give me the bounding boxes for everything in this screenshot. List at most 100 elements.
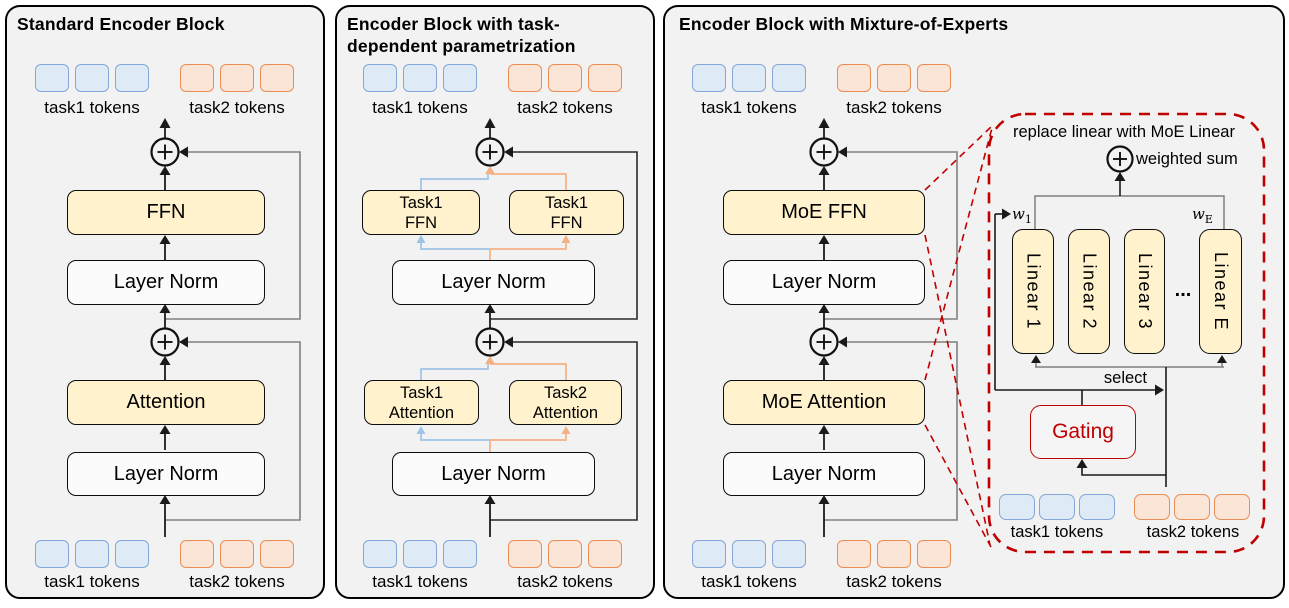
task1-token <box>403 64 437 92</box>
panel-task-dependent-encoder-block: Encoder Block with task- dependent param… <box>335 5 655 599</box>
task1-token <box>115 540 149 568</box>
wE-base: w <box>1192 205 1205 223</box>
task2-token <box>877 64 911 92</box>
task1-token-row <box>999 494 1115 520</box>
task2-token <box>548 64 582 92</box>
task2-token-row <box>837 540 951 568</box>
task1-token <box>1039 494 1075 520</box>
task2-tokens-label: task2 tokens <box>517 98 613 117</box>
expert-linear-1-block: Linear 1 <box>1012 229 1054 354</box>
layer-norm-block: Layer Norm <box>392 260 595 305</box>
task1-token-row <box>35 540 149 568</box>
task1-token <box>692 64 726 92</box>
task2-token-row <box>508 540 622 568</box>
task1-attention-block: Task1 Attention <box>364 380 479 425</box>
task1-token <box>692 540 726 568</box>
task1-tokens-label: task1 tokens <box>1010 523 1104 541</box>
expert-linear-1-label: Linear 1 <box>1023 252 1044 331</box>
task2-token-row <box>837 64 951 92</box>
task2-token <box>837 64 871 92</box>
wE-subscript: E <box>1204 213 1213 226</box>
task2-token <box>508 540 542 568</box>
task1-tokens-label: task1 tokens <box>372 572 468 591</box>
task1-token <box>363 64 397 92</box>
layer-norm-block: Layer Norm <box>392 452 595 496</box>
task2-token <box>1214 494 1250 520</box>
add-icon <box>475 327 505 357</box>
weight-w1-label: w1 <box>1012 205 1032 226</box>
layer-norm-block: Layer Norm <box>723 260 925 305</box>
panel3-title: Encoder Block with Mixture-of-Experts <box>679 14 1009 34</box>
task2-token <box>837 540 871 568</box>
panel1-title: Standard Encoder Block <box>17 14 225 34</box>
task2-attention-block: Task2 Attention <box>509 380 622 425</box>
task2-token-row <box>180 64 294 92</box>
task2-token <box>220 64 254 92</box>
task1-token <box>1079 494 1115 520</box>
task2-tokens-label: task2 tokens <box>189 572 285 591</box>
task2-tokens-label: task2 tokens <box>846 98 942 117</box>
task2-token <box>180 64 214 92</box>
weighted-sum-add-icon <box>1106 145 1134 173</box>
task1-tokens-label: task1 tokens <box>372 98 468 117</box>
moe-ffn-block: MoE FFN <box>723 190 925 235</box>
add-icon <box>150 327 180 357</box>
expert-linear-E-block: Linear E <box>1199 229 1242 354</box>
task2-token <box>1174 494 1210 520</box>
task2-token <box>877 540 911 568</box>
w1-subscript: 1 <box>1024 213 1032 226</box>
task2-tokens-label: task2 tokens <box>1146 523 1240 541</box>
task1-token-row <box>363 540 477 568</box>
add-icon <box>809 137 839 167</box>
task2-token <box>260 540 294 568</box>
experts-ellipsis: ... <box>1174 279 1192 301</box>
weight-wE-label: wE <box>1192 205 1213 226</box>
add-icon <box>475 137 505 167</box>
task1-token <box>75 540 109 568</box>
expert-linear-3-block: Linear 3 <box>1124 229 1165 354</box>
expert-linear-2-block: Linear 2 <box>1068 229 1110 354</box>
attention-block: Attention <box>67 380 265 425</box>
task1-token <box>75 64 109 92</box>
task1-token <box>35 540 69 568</box>
task2-token <box>260 64 294 92</box>
w1-base: w <box>1012 205 1025 223</box>
panel-moe-encoder-block: Encoder Block with Mixture-of-Experts ta… <box>663 5 1285 599</box>
task1-token-row <box>363 64 477 92</box>
task1-token <box>732 540 766 568</box>
expert-linear-E-label: Linear E <box>1211 251 1231 332</box>
task1-token <box>403 540 437 568</box>
task1-token-row <box>692 540 806 568</box>
task2-token <box>180 540 214 568</box>
task2-token <box>588 540 622 568</box>
task1-tokens-label: task1 tokens <box>701 572 797 591</box>
task1-token <box>999 494 1035 520</box>
task2-token-row <box>1134 494 1250 520</box>
task1-token <box>115 64 149 92</box>
task1-token <box>443 64 477 92</box>
task1-token-row <box>35 64 149 92</box>
inset-caption: replace linear with MoE Linear <box>1013 123 1235 141</box>
task2-token <box>548 540 582 568</box>
zoom-callout-lines <box>924 125 993 548</box>
moe-attention-block: MoE Attention <box>723 380 925 425</box>
task2-tokens-label: task2 tokens <box>846 572 942 591</box>
task2-token <box>1134 494 1170 520</box>
gating-block: Gating <box>1030 405 1136 459</box>
add-icon <box>150 137 180 167</box>
task2-tokens-label: task2 tokens <box>517 572 613 591</box>
task1-token <box>363 540 397 568</box>
ffn-block: FFN <box>67 190 265 235</box>
task2-token-row <box>508 64 622 92</box>
task1-token <box>772 64 806 92</box>
layer-norm-block: Layer Norm <box>67 260 265 305</box>
task2-tokens-label: task2 tokens <box>189 98 285 117</box>
panel-standard-encoder-block: Standard Encoder Block task1 tokens task… <box>5 5 325 599</box>
panel2-title: Encoder Block with task- dependent param… <box>347 14 576 56</box>
task1-token <box>443 540 477 568</box>
layer-norm-block: Layer Norm <box>723 452 925 496</box>
task2-token <box>588 64 622 92</box>
task1-ffn-block: Task1 FFN <box>362 190 480 235</box>
task1-tokens-label: task1 tokens <box>701 98 797 117</box>
